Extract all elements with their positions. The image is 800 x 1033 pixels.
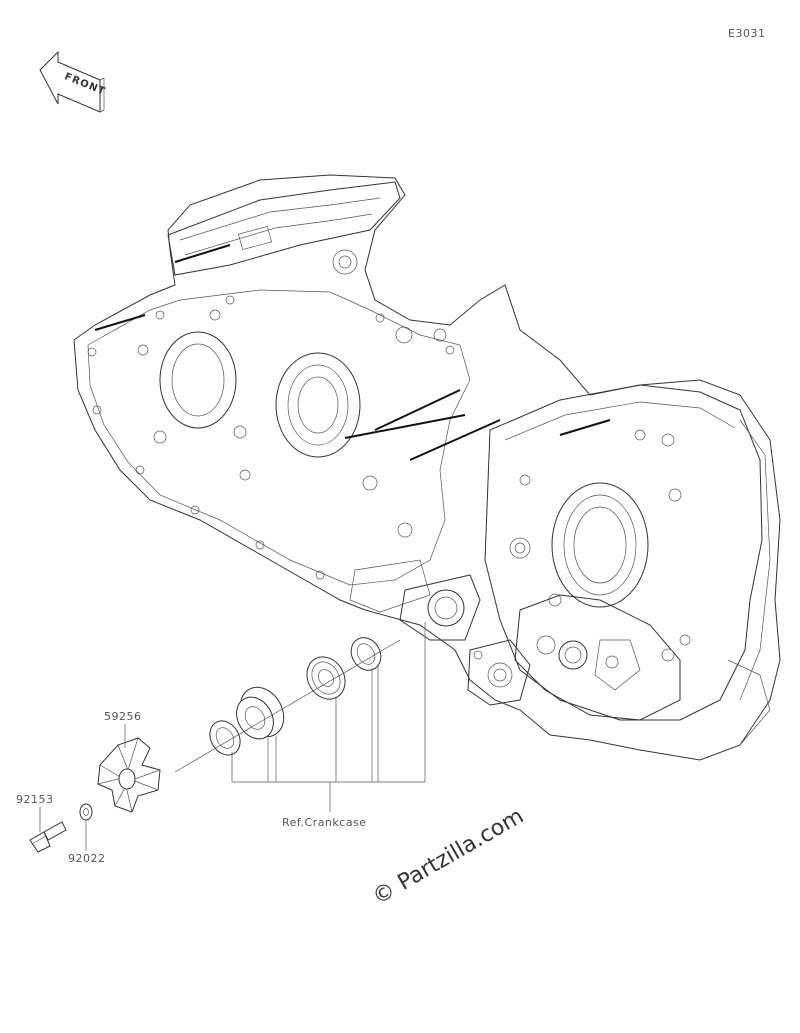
part-label-59256: 59256 (104, 710, 142, 723)
crankcase-drawing (73, 174, 781, 761)
oil-seal-inner (350, 637, 382, 671)
part-label-92153: 92153 (16, 793, 54, 806)
ball-bearing (306, 656, 346, 700)
reference-bracket (231, 622, 426, 812)
part-label-92022: 92022 (68, 852, 106, 865)
diagram-code: E3031 (728, 27, 765, 40)
bolt (29, 821, 67, 853)
front-arrow-icon: FRONT (39, 50, 107, 113)
reference-label: Ref.Crankcase (282, 816, 367, 829)
water-pump-impeller (97, 737, 161, 813)
oil-seal-outer (209, 720, 241, 756)
watermark: © Partzilla.com (369, 804, 529, 911)
mechanical-seal (236, 686, 285, 740)
washer (79, 803, 93, 821)
